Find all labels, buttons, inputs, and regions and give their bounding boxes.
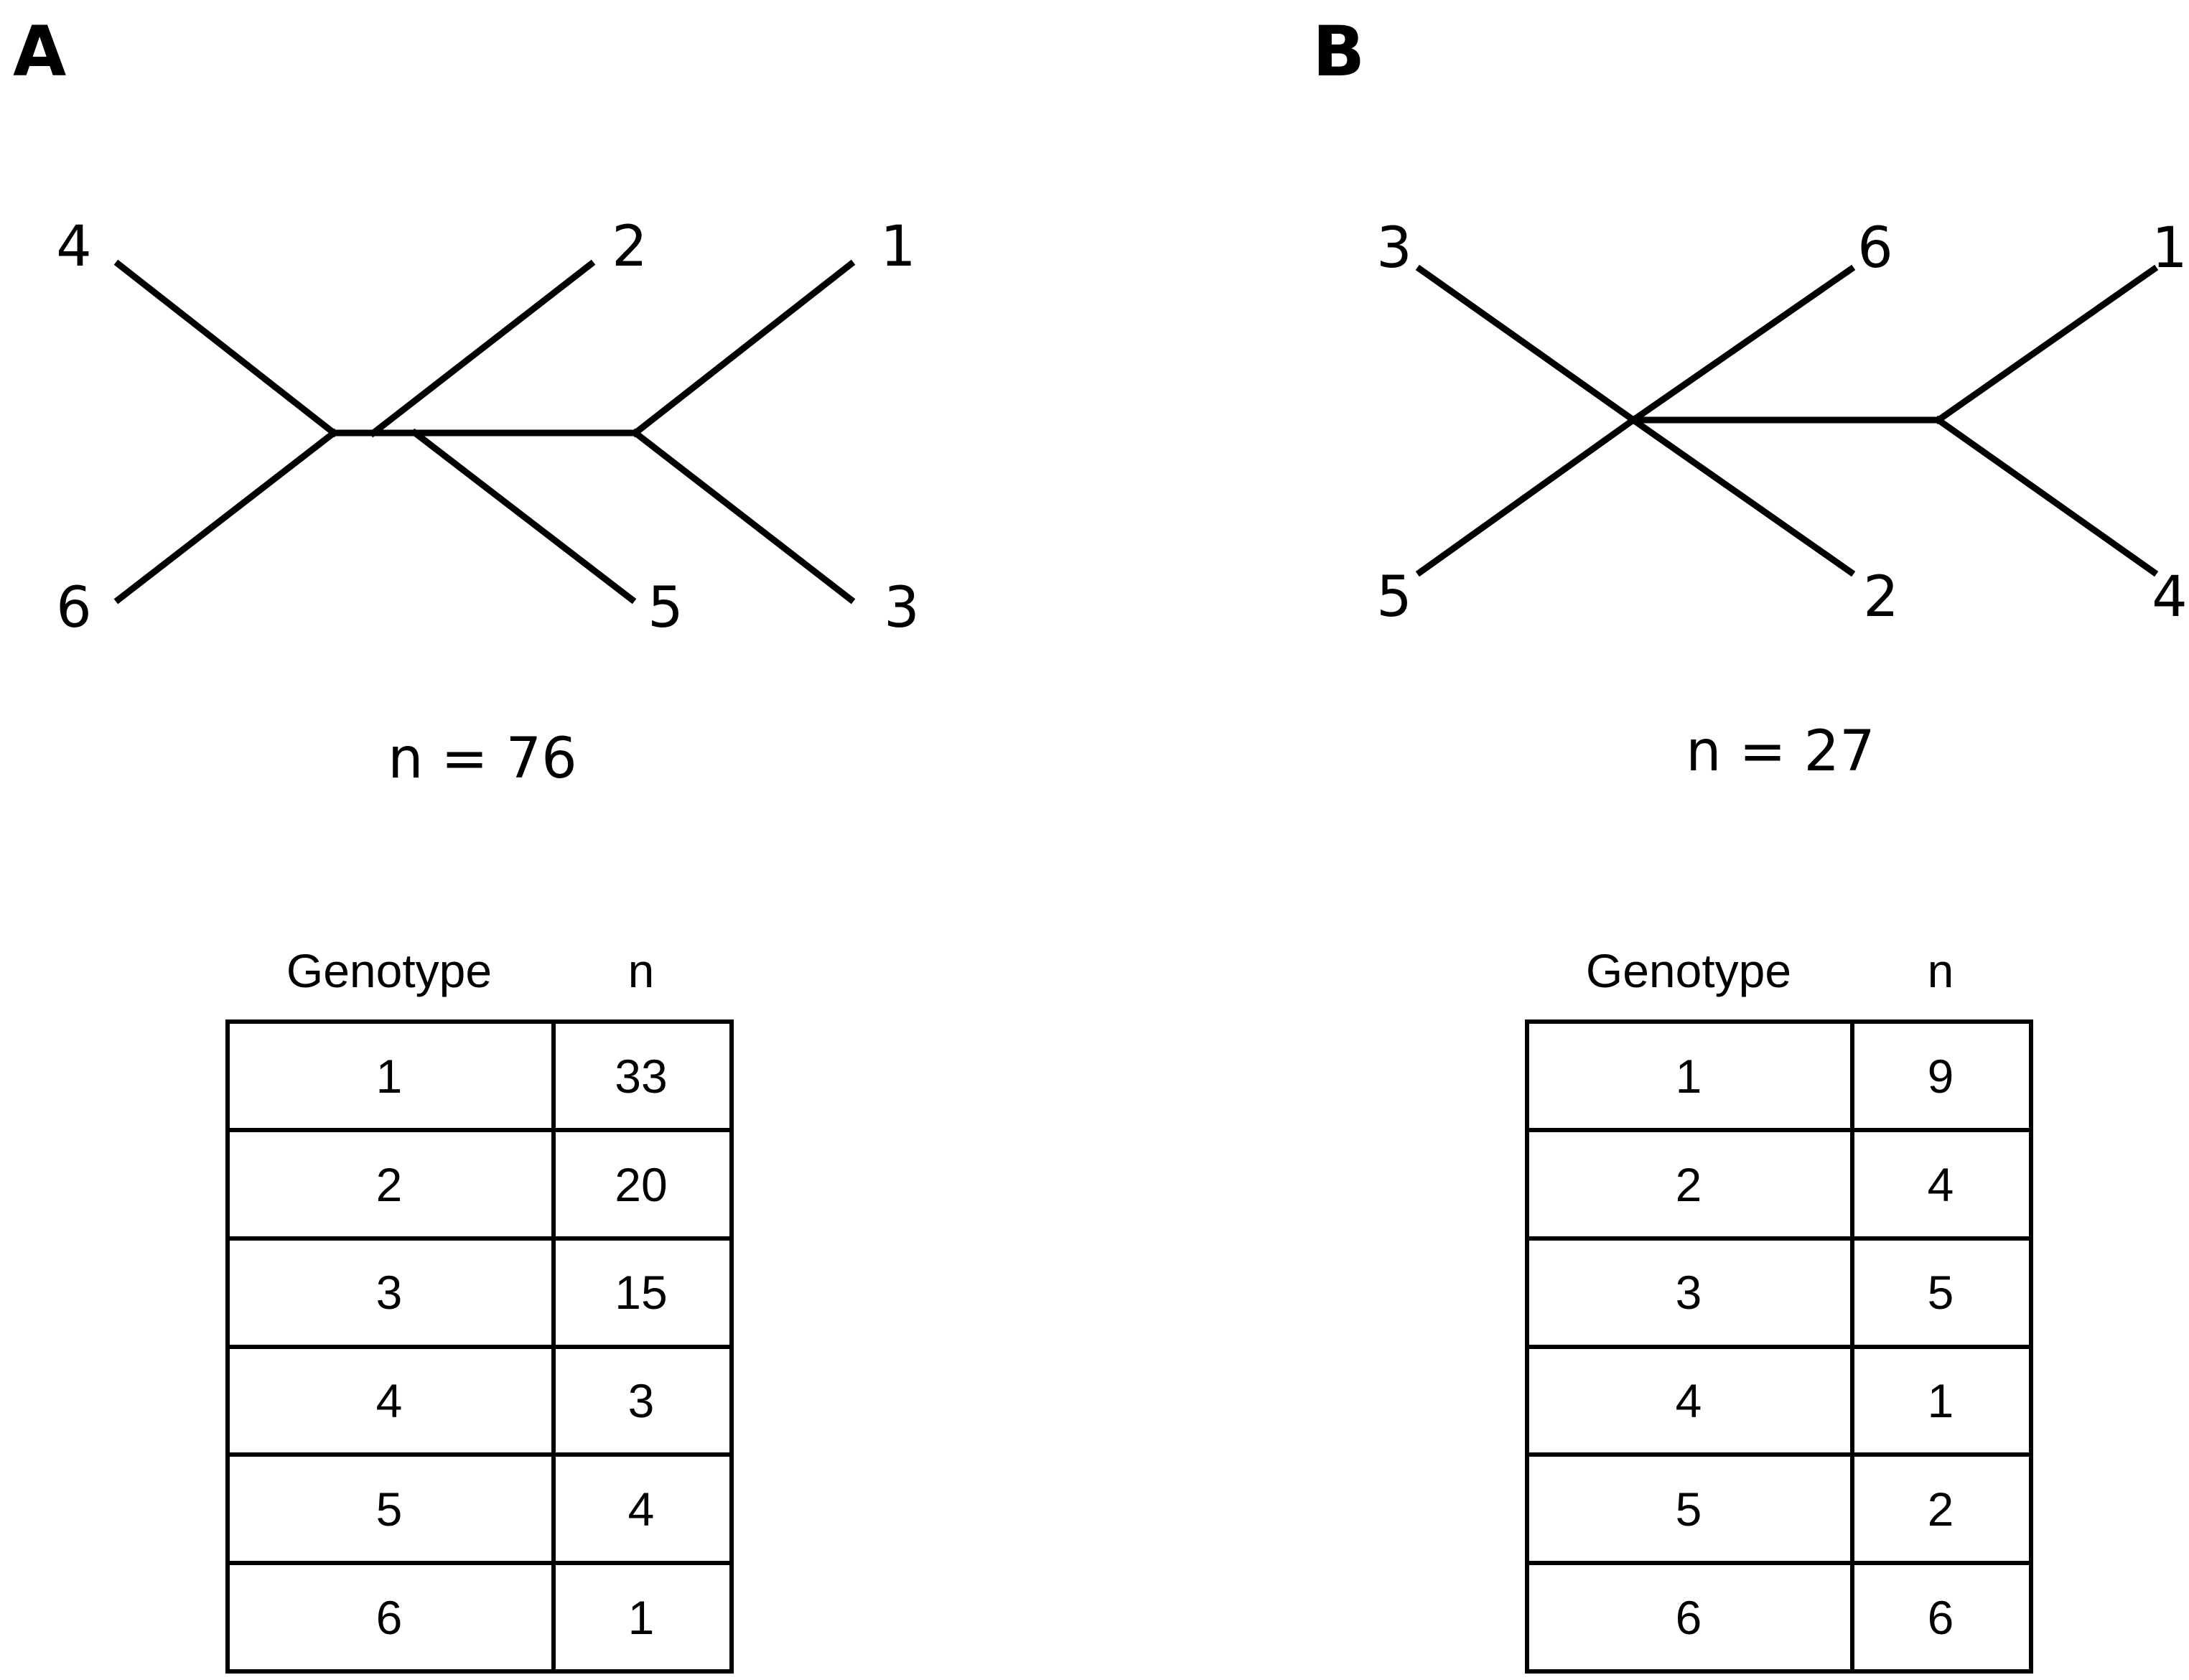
panel-a: A 4 2 1 6 5 3 n = 76 Genotype n (13, 11, 920, 1674)
table-a-header-genotype: Genotype (286, 944, 492, 997)
panel-a-table: Genotype n 1 33 2 20 3 15 4 3 5 4 6 1 (225, 944, 734, 1674)
tree-b-leaf-label: 1 (2152, 216, 2188, 281)
table-b-cell-genotype: 1 (1676, 1050, 1702, 1103)
table-a-cell-genotype: 1 (376, 1050, 403, 1103)
table-b-cell-n: 2 (1928, 1483, 1954, 1536)
panel-a-letter: A (13, 11, 66, 92)
panel-a-sample-count: n = 76 (388, 727, 577, 791)
tree-b-branch-2 (1628, 415, 1856, 577)
tree-a-branch-5 (410, 428, 637, 605)
panel-b-tree: 3 6 1 5 2 4 (1376, 216, 2188, 630)
tree-a-branch-4 (113, 259, 339, 438)
tree-b-leaf-label: 3 (1376, 216, 1412, 281)
tree-a-leaf-label: 4 (56, 215, 92, 279)
tree-a-leaf-label: 5 (648, 576, 683, 640)
panel-b-letter: B (1312, 11, 1365, 92)
table-b-cell-n: 9 (1928, 1050, 1954, 1103)
table-b-cell-genotype: 2 (1676, 1158, 1702, 1211)
tree-b-leaf-label: 5 (1376, 565, 1412, 630)
table-a-cell-genotype: 6 (376, 1591, 403, 1644)
tree-a-branch-2 (368, 259, 596, 438)
table-b-cell-genotype: 6 (1676, 1591, 1702, 1644)
table-a-cell-genotype: 4 (376, 1374, 403, 1427)
tree-b-leaf-label: 4 (2152, 565, 2188, 630)
table-b-cell-genotype: 3 (1676, 1266, 1702, 1319)
table-b-cell-n: 6 (1928, 1591, 1954, 1644)
panel-b-sample-count: n = 27 (1686, 719, 1875, 784)
tree-a-leaf-label: 6 (56, 576, 92, 640)
panel-b: B 3 6 1 5 2 4 n = 27 Genotype n (1312, 11, 2188, 1674)
tree-b-leaf-label: 2 (1863, 565, 1899, 630)
table-a-cell-genotype: 5 (376, 1483, 403, 1536)
tree-a-leaf-label: 3 (884, 576, 920, 640)
tree-b-branch-4 (1933, 415, 2159, 577)
tree-b-branch-6 (1628, 264, 1856, 425)
tree-b-branch-1 (1933, 264, 2159, 425)
tree-a-branch-6 (113, 428, 339, 605)
tree-a-leaf-label: 1 (880, 215, 916, 279)
tree-b-branch-3 (1415, 264, 1638, 425)
tree-a-leaf-label: 2 (612, 215, 648, 279)
table-b-cell-n: 5 (1928, 1266, 1954, 1319)
table-a-cell-n: 15 (615, 1266, 667, 1319)
table-a-cell-n: 1 (628, 1591, 655, 1644)
table-b-cell-genotype: 4 (1676, 1374, 1702, 1427)
panel-b-table: Genotype n 1 9 2 4 3 5 4 1 5 2 6 6 (1525, 944, 2033, 1674)
tree-a-branch-1 (630, 259, 856, 438)
table-a-cell-n: 3 (628, 1374, 655, 1427)
panel-a-tree: 4 2 1 6 5 3 (56, 215, 920, 640)
tree-a-branch-3 (630, 428, 856, 605)
tree-b-leaf-label: 6 (1857, 216, 1893, 281)
table-b-cell-n: 4 (1928, 1158, 1954, 1211)
table-a-cell-n: 33 (615, 1050, 667, 1103)
table-a-header-n: n (628, 944, 655, 997)
table-b-header-genotype: Genotype (1586, 944, 1791, 997)
table-b-header-n: n (1928, 944, 1954, 997)
table-a-cell-genotype: 2 (376, 1158, 403, 1211)
table-a-cell-n: 4 (628, 1483, 655, 1536)
table-b-cell-n: 1 (1928, 1374, 1954, 1427)
table-a-cell-n: 20 (615, 1158, 667, 1211)
tree-b-branch-5 (1415, 415, 1638, 577)
table-a-cell-genotype: 3 (376, 1266, 403, 1319)
table-b-cell-genotype: 5 (1676, 1483, 1702, 1536)
